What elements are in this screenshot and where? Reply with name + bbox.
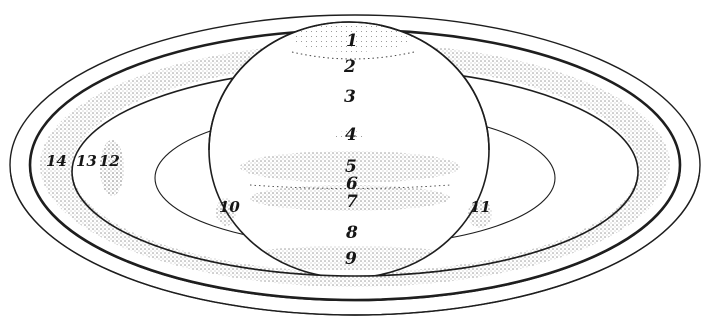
label-2: 2 bbox=[343, 57, 356, 77]
label-11: 11 bbox=[470, 198, 491, 216]
label-3: 3 bbox=[344, 87, 356, 107]
label-6: 6 bbox=[346, 174, 358, 194]
label-7: 7 bbox=[346, 192, 358, 212]
label-13: 13 bbox=[76, 152, 97, 170]
label-9: 9 bbox=[345, 249, 357, 269]
label-4: 4 bbox=[345, 125, 357, 145]
label-10: 10 bbox=[219, 198, 240, 216]
label-14: 14 bbox=[46, 152, 67, 170]
label-8: 8 bbox=[345, 223, 358, 243]
label-12: 12 bbox=[99, 152, 120, 170]
label-1: 1 bbox=[346, 31, 358, 51]
